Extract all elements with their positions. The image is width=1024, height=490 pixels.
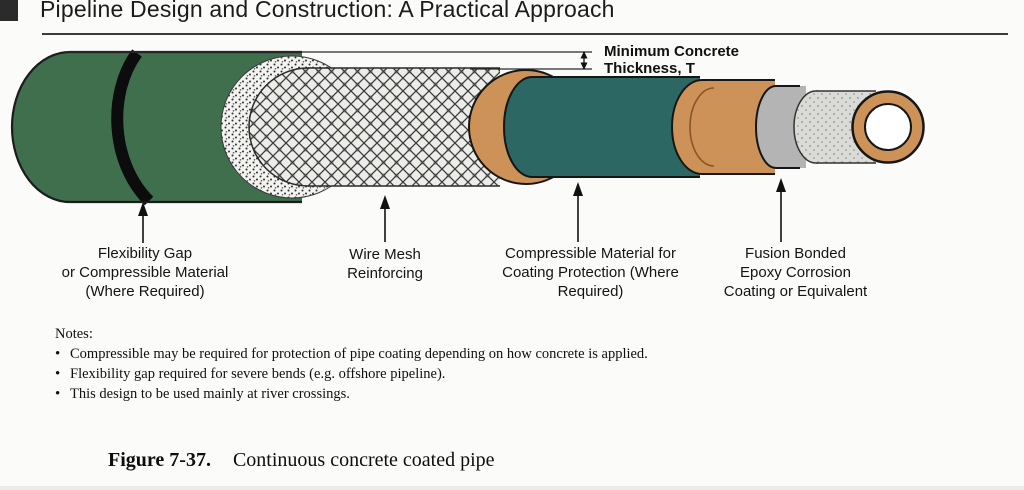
note-text: This design to be used mainly at river c… <box>70 386 350 402</box>
fbe-arrow-icon <box>776 178 786 242</box>
bullet-icon: • <box>55 366 61 382</box>
callout-compressible-material: Compressible Material for Coating Protec… <box>468 244 713 301</box>
bullet-icon: • <box>55 346 61 362</box>
outer-pipe-coating-shape <box>672 80 775 174</box>
concrete-coating-shape <box>12 52 302 202</box>
note-item: • Flexibility gap required for severe be… <box>55 364 648 384</box>
callout-fusion-bonded-epoxy: Fusion Bonded Epoxy Corrosion Coating or… <box>683 244 908 301</box>
flexibility-gap-arrow-icon <box>138 202 148 243</box>
dimension-label: Minimum Concrete Thickness, T <box>604 43 739 77</box>
callout-line: Wire Mesh <box>349 246 421 263</box>
outer-pipe-inner-arc <box>689 87 715 167</box>
callout-line: (Where Required) <box>85 283 205 300</box>
callout-line: Required) <box>557 283 624 300</box>
epoxy-coating-ring-shape <box>756 86 806 168</box>
dimension-arrow-up-icon <box>580 51 588 59</box>
callout-line: Flexibility Gap <box>97 245 193 262</box>
wire-mesh-arrow-icon <box>380 195 390 242</box>
note-item: • This design to be used mainly at river… <box>55 384 648 404</box>
note-text: Compressible may be required for protect… <box>70 346 648 362</box>
figure-caption-label: Figure 7-37. <box>108 449 211 471</box>
flexibility-gap-shape <box>111 49 154 206</box>
figure-caption-text: Continuous concrete coated pipe <box>232 449 495 471</box>
page-bottom-edge <box>0 486 1024 490</box>
callout-line: Coating or Equivalent <box>723 283 868 300</box>
wire-mesh-edges <box>308 67 500 187</box>
callout-line: Fusion Bonded <box>745 245 846 262</box>
dimension-label-line2: Thickness, T <box>604 60 695 77</box>
callout-line: Reinforcing <box>347 265 423 282</box>
notes-section: Notes: • Compressible may be required fo… <box>55 324 648 404</box>
callout-line: or Compressible Material <box>61 264 229 281</box>
page-header-title: Pipeline Design and Construction: A Prac… <box>40 0 615 22</box>
compressible-material-shape <box>504 77 700 177</box>
concrete-coating-outline <box>10 50 302 204</box>
compressible-material-outline <box>503 76 700 178</box>
bullet-icon: • <box>55 386 61 402</box>
callout-flexibility-gap: Flexibility Gap or Compressible Material… <box>30 244 260 301</box>
dimension-label-line1: Minimum Concrete <box>604 43 740 60</box>
notes-heading: Notes: <box>55 326 93 342</box>
callout-line: Compressible Material for <box>505 245 676 262</box>
epoxy-coating-ring-outline <box>755 85 800 169</box>
note-item: • Compressible may be required for prote… <box>55 344 648 364</box>
dimension-lines <box>64 51 592 70</box>
compressible-arrow-icon <box>573 182 583 242</box>
pipe-bore-shape <box>864 103 912 151</box>
outer-pipe-coating-outline <box>671 79 775 175</box>
header-rule <box>42 33 1008 35</box>
epoxy-layer-edges <box>816 90 876 164</box>
callout-line: Coating Protection (Where <box>502 264 679 281</box>
callout-wire-mesh: Wire Mesh Reinforcing <box>310 245 460 283</box>
header-square-marker <box>0 0 18 21</box>
figure-caption: Figure 7-37. Continuous concrete coated p… <box>108 449 495 472</box>
note-text: Flexibility gap required for severe bend… <box>70 366 446 382</box>
callout-line: Epoxy Corrosion <box>740 264 851 281</box>
dimension-arrow-down-icon <box>580 62 588 70</box>
